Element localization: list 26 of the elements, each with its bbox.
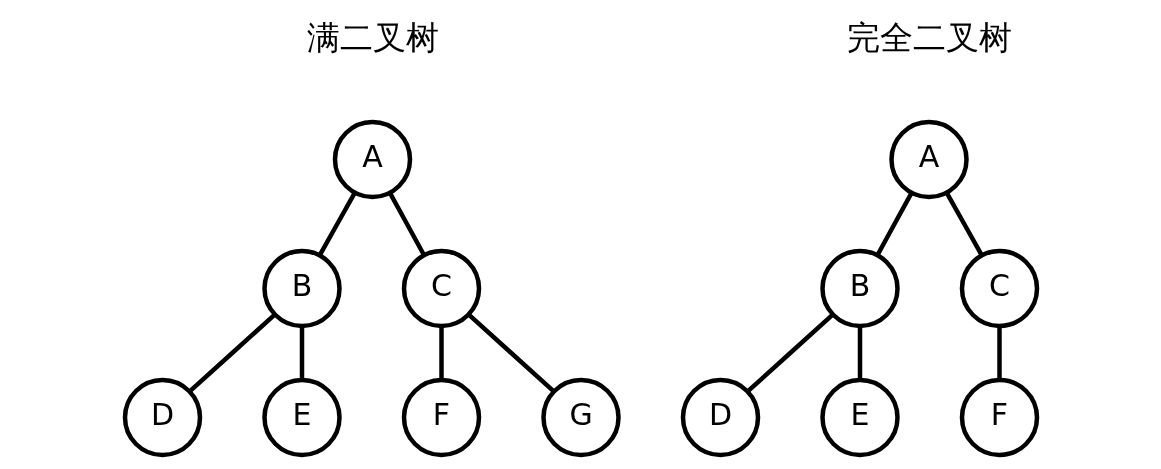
connector xyxy=(299,326,304,380)
connector xyxy=(188,313,276,393)
connector xyxy=(387,191,426,257)
node-circle: C xyxy=(401,248,481,329)
node-circle: A xyxy=(332,119,412,200)
connector xyxy=(746,313,834,393)
node-circle: A xyxy=(888,119,969,200)
connector xyxy=(438,326,444,380)
node-circle: B xyxy=(261,248,342,329)
node-circle: E xyxy=(261,377,342,458)
node-circle: F xyxy=(401,377,481,458)
connector xyxy=(874,191,914,257)
connector xyxy=(467,313,555,393)
connector xyxy=(996,326,1002,380)
label: 完全二叉树 xyxy=(846,18,1011,58)
node-circle: D xyxy=(122,377,202,458)
node-circle: D xyxy=(680,377,760,458)
node-circle: F xyxy=(959,377,1039,458)
node-circle: C xyxy=(959,248,1039,329)
connector xyxy=(944,191,984,257)
connector xyxy=(317,191,357,257)
connector xyxy=(857,326,862,380)
node-circle: E xyxy=(819,377,900,458)
node-circle: G xyxy=(540,377,621,458)
label: 满二叉树 xyxy=(306,18,438,58)
node-circle: B xyxy=(819,248,900,329)
